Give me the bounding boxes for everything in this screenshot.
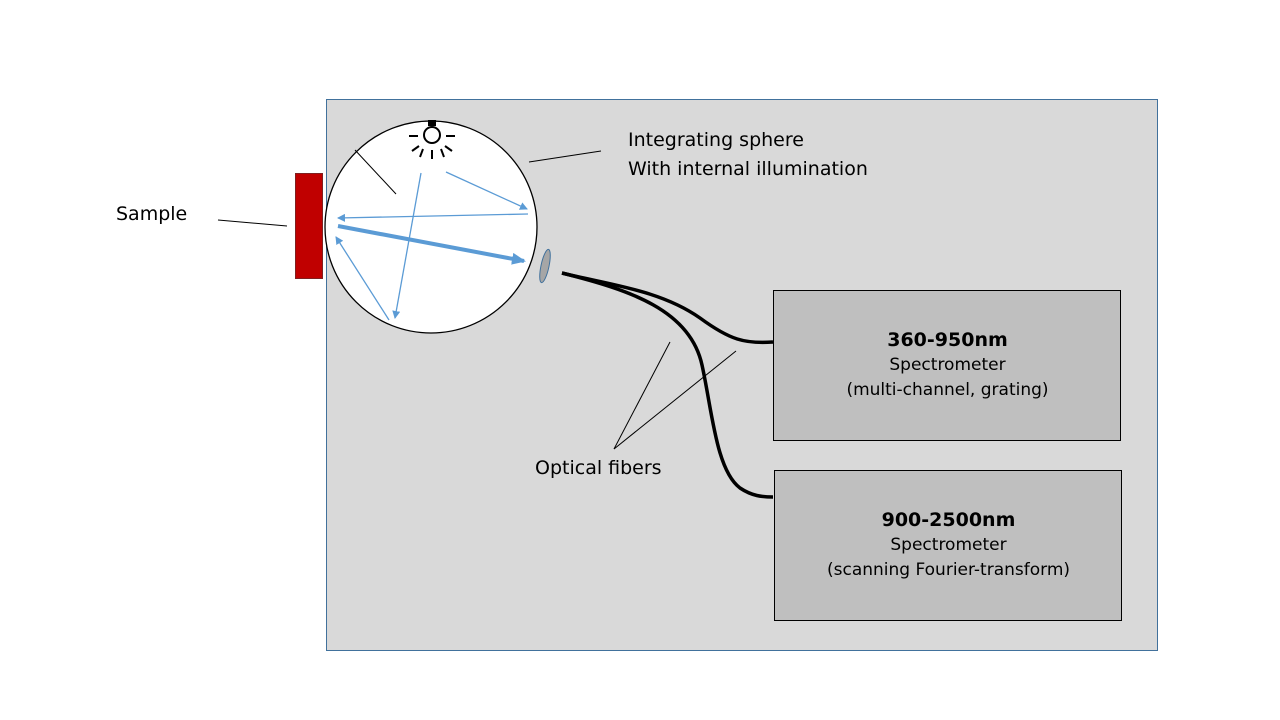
spectrometer-nir-type: Spectrometer: [890, 535, 1007, 555]
baffle-line: [354, 149, 397, 195]
fibers-leader-line: [613, 341, 671, 450]
sphere-leader-line: [528, 150, 602, 163]
spectrometer-vis-type: Spectrometer: [889, 355, 1006, 375]
sphere-label-line2: With internal illumination: [628, 158, 868, 180]
main-ray-arrow: [337, 224, 526, 265]
sphere-label-line1: Integrating sphere: [628, 129, 804, 151]
collection-lens[interactable]: [538, 248, 553, 284]
ray-arrow: [335, 236, 390, 321]
fibers-leader-line: [613, 350, 737, 450]
optical-fiber-2[interactable]: [561, 271, 774, 499]
sample-label: Sample: [116, 203, 188, 225]
fibers-label: Optical fibers: [535, 457, 662, 479]
spectrometer-vis-text: 360-950nm Spectrometer (multi-channel, g…: [774, 327, 1121, 403]
ray-arrow: [392, 172, 422, 319]
light-bulb-icon: [409, 120, 455, 159]
spectrometer-nir-detail: (scanning Fourier-transform): [826, 560, 1071, 580]
spectrometer-nir-range: 900-2500nm: [881, 509, 1016, 531]
sample-block[interactable]: [295, 173, 323, 279]
spectrometer-box-nir[interactable]: [774, 470, 1122, 621]
spectrometer-vis-detail: (multi-channel, grating): [846, 380, 1049, 400]
sample-leader-line: [217, 219, 288, 227]
spectrometer-box-vis[interactable]: [773, 290, 1121, 441]
optical-fiber-1[interactable]: [561, 271, 774, 345]
spectrometer-vis-range: 360-950nm: [887, 329, 1008, 351]
spectrometer-nir-text: 900-2500nm Spectrometer (scanning Fourie…: [775, 507, 1122, 583]
ray-arrow: [445, 171, 528, 210]
ray-arrow: [337, 213, 529, 222]
